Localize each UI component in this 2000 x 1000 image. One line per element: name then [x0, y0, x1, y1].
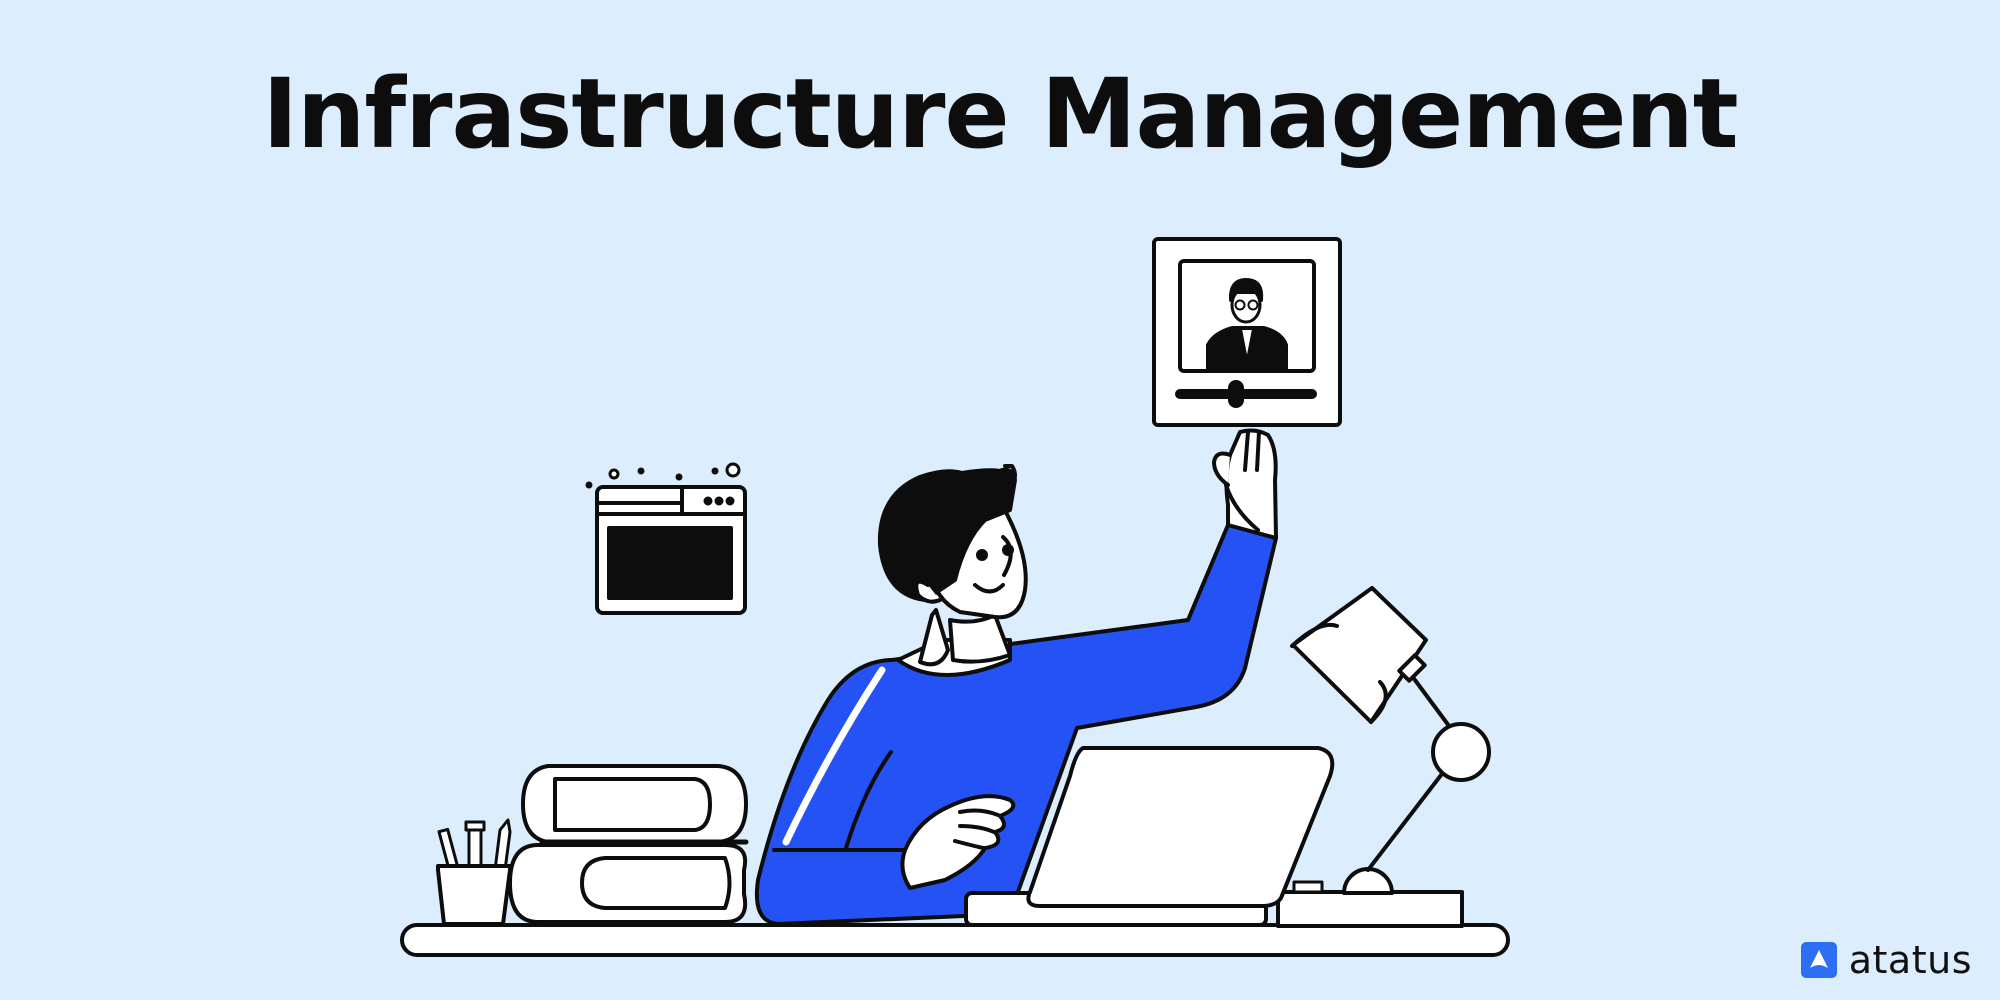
- desk-lamp-icon: [1276, 586, 1491, 928]
- page-title: Infrastructure Management: [262, 58, 1738, 170]
- books-icon: [508, 764, 749, 924]
- atatus-logo-icon: [1800, 942, 1837, 978]
- desk: [400, 923, 1510, 957]
- browser-window-icon: [585, 462, 747, 615]
- brand-name: atatus: [1848, 938, 1972, 982]
- pen-holder-icon: [436, 818, 512, 926]
- brand-logo: atatus: [1799, 938, 1972, 982]
- laptop-icon: [964, 746, 1335, 927]
- video-call-frame-icon: [1152, 237, 1342, 427]
- person: [755, 428, 1278, 926]
